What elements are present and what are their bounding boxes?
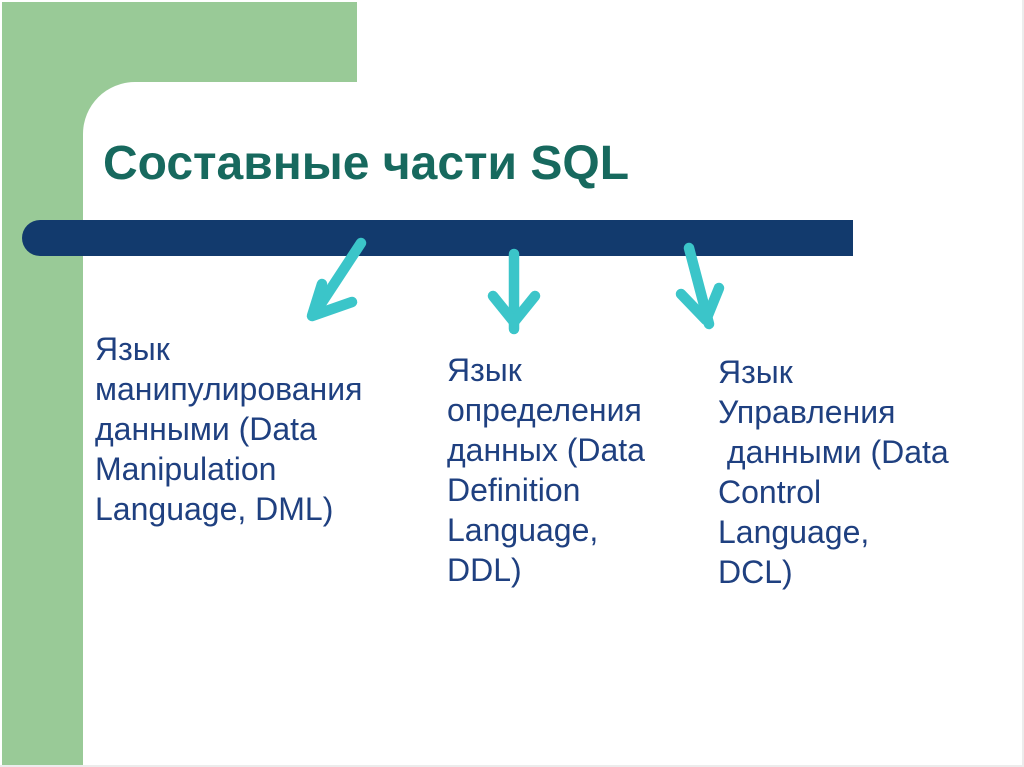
content-panel bbox=[83, 82, 1022, 765]
section-dcl-label: Язык Управления данными (Data Control La… bbox=[718, 354, 949, 590]
section-ddl-label: Язык определения данных (Data Definition… bbox=[447, 352, 645, 588]
divider-bar bbox=[22, 220, 853, 256]
section-dml-label: Язык манипулирования данными (Data Manip… bbox=[95, 331, 363, 527]
slide-title: Составные части SQL bbox=[103, 137, 630, 190]
